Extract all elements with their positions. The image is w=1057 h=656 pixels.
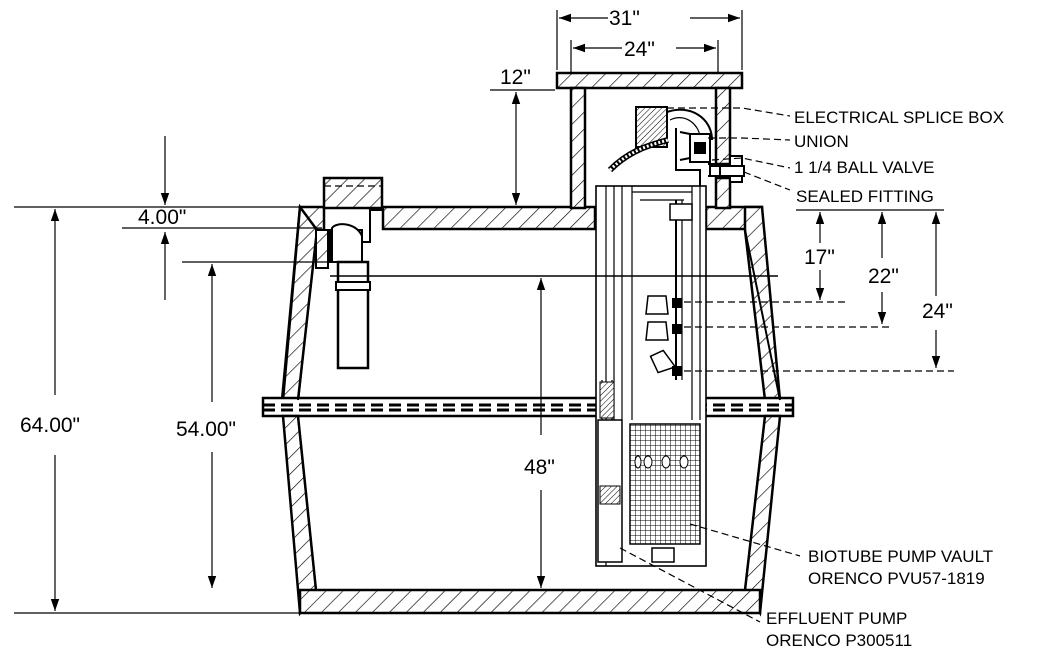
dim-tank-height: 64.00" [20,414,80,437]
dim-vault-height: 48" [524,456,555,479]
dim-riser-height: 12" [500,66,531,89]
callout-sealed-fitting: SEALED FITTING [796,187,934,206]
callout-vault-line1: BIOTUBE PUMP VAULT [808,547,993,566]
upper-left-wall [281,203,319,402]
dim-float-24: 24" [922,300,953,323]
inlet-riser-cap [322,176,384,210]
riser [555,71,745,210]
dim-liquid-depth: 54.00" [176,418,236,441]
upper-right-wall [743,205,782,402]
callout-ball-valve: 1 1/4 BALL VALVE [794,158,935,177]
riser-wall-left [569,86,587,210]
callout-union: UNION [794,132,849,151]
biotube-screen [629,423,701,545]
labels: 31" 24" 12" 4.00" 64.00" 54.00" 48" 17" … [20,7,1004,650]
splice-box-assembly [607,106,721,210]
tank-bottom-slab [298,588,762,615]
mid-seam-flange [261,396,795,418]
callout-splice-box: ELECTRICAL SPLICE BOX [794,108,1004,127]
callout-vault-line2: ORENCO PVU57-1819 [808,569,985,588]
float-mid [645,321,669,341]
riser-wall-right [714,86,732,166]
callout-pump-line1: EFFLUENT PUMP [766,609,907,628]
dim-riser-outer: 31" [609,7,640,30]
inlet-tee [336,260,370,370]
tank-top-slab [381,205,597,231]
dim-riser-inner: 24" [624,38,655,61]
dimension-lines [14,10,954,623]
inlet-assembly [315,176,384,370]
dim-float-22: 22" [868,265,899,288]
callout-pump-line2: ORENCO P300511 [766,631,912,650]
dim-float-17: 17" [804,246,835,269]
lower-left-wall [281,414,318,617]
riser-lid [555,71,744,90]
dim-lid-gap: 4.00" [138,206,186,229]
biotube-pump-vault [595,185,707,567]
float-high [645,295,669,315]
